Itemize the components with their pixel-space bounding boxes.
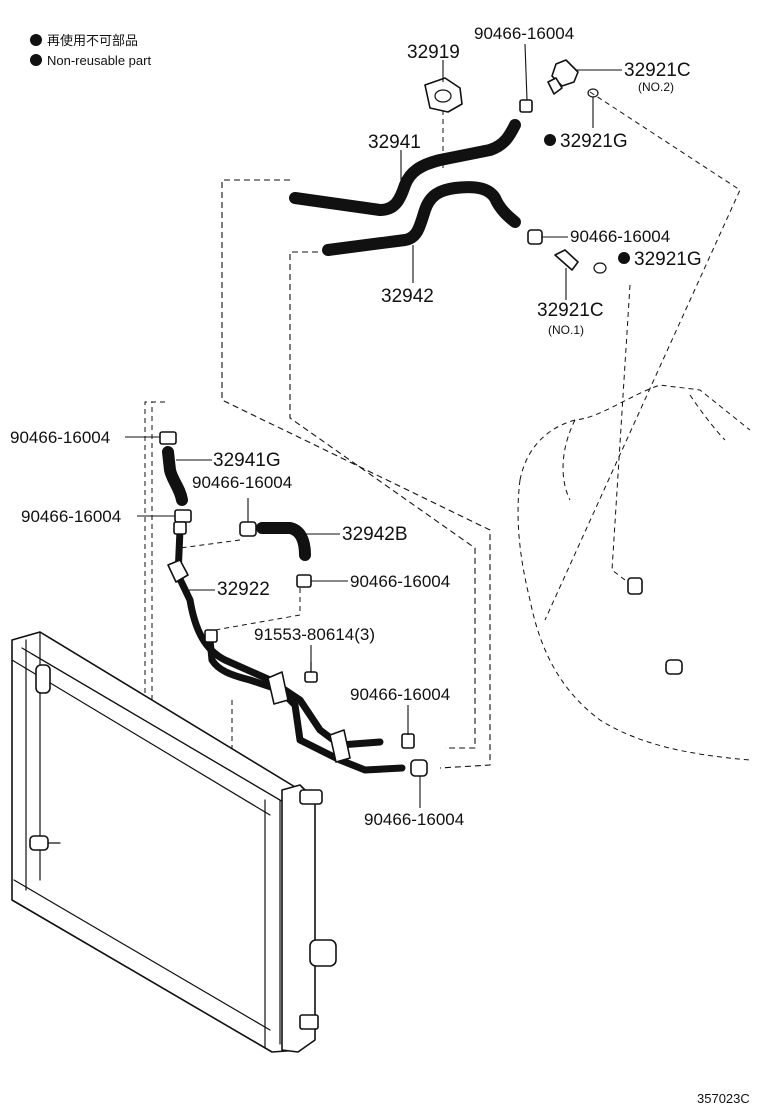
non-reusable-bullet-icon xyxy=(30,54,42,66)
part-label-91553: 91553-80614(3) xyxy=(254,625,375,644)
clip-32919-icon xyxy=(424,77,463,113)
diagram-code: 357023C xyxy=(697,1091,750,1106)
part-label-32942b: 32942B xyxy=(342,524,408,545)
part-label-32941g: 32941G xyxy=(213,450,281,471)
radiator xyxy=(11,631,337,1053)
hose-32942 xyxy=(322,181,521,256)
part-label-90466-lower2: 90466-16004 xyxy=(364,810,464,829)
legend-label-english: Non-reusable part xyxy=(47,53,151,68)
legend: 再使用不可部品 Non-reusable part xyxy=(30,33,151,68)
pipe-32922 xyxy=(167,521,406,774)
part-label-90466-left2: 90466-16004 xyxy=(21,507,121,526)
union-32921c-no1-icon xyxy=(554,249,607,274)
hose-32942b xyxy=(256,522,311,561)
part-sublabel-no2: (NO.2) xyxy=(638,80,674,94)
part-label-90466-mid: 90466-16004 xyxy=(570,227,670,246)
part-label-32922: 32922 xyxy=(217,579,270,600)
hose-32941 xyxy=(289,119,521,216)
part-labels: 32919 90466-16004 32921C (NO.2) 32921G 3… xyxy=(10,24,702,829)
non-reusable-bullet-icon xyxy=(618,252,630,264)
transmission-outline xyxy=(517,384,751,761)
part-label-90466-center2: 90466-16004 xyxy=(350,572,450,591)
part-sublabel-no1: (NO.1) xyxy=(548,323,584,337)
part-label-32921g-mid: 32921G xyxy=(634,249,702,270)
part-label-32921g-top: 32921G xyxy=(560,131,628,152)
non-reusable-bullet-icon xyxy=(30,34,42,46)
leader-lines xyxy=(125,43,622,808)
part-label-32941: 32941 xyxy=(368,132,421,153)
part-label-32919: 32919 xyxy=(407,42,460,63)
non-reusable-bullet-icon xyxy=(544,134,556,146)
part-label-90466-left1: 90466-16004 xyxy=(10,428,110,447)
part-label-90466-lower1: 90466-16004 xyxy=(350,685,450,704)
legend-label-japanese: 再使用不可部品 xyxy=(47,33,138,48)
union-32921c-no2-icon xyxy=(547,59,599,98)
part-label-90466-center1: 90466-16004 xyxy=(192,473,292,492)
part-label-32942: 32942 xyxy=(381,286,434,307)
part-label-32921c-no2: 32921C xyxy=(624,60,691,81)
part-label-90466-top: 90466-16004 xyxy=(474,24,574,43)
hose-32941g xyxy=(162,446,188,506)
part-label-32921c-no1: 32921C xyxy=(537,300,604,321)
